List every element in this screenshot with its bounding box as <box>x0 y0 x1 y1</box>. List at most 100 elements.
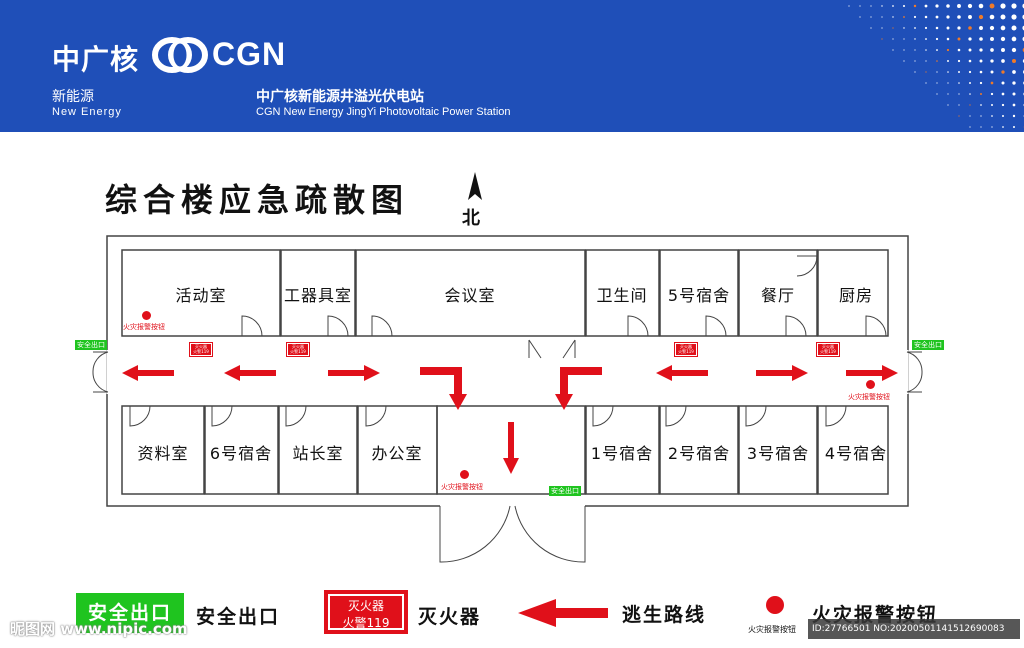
decor-dot <box>903 16 905 18</box>
room-label-kitchen: 厨房 <box>838 286 874 305</box>
route-arrow-7 <box>656 365 708 381</box>
station-name-cn: 中广核新能源井溢光伏电站 <box>256 89 424 105</box>
decor-dot <box>924 26 928 30</box>
decor-dot <box>947 60 949 62</box>
door-east-exit <box>906 351 923 393</box>
decor-dot <box>969 93 971 95</box>
door-dorm1 <box>592 405 614 427</box>
decor-dot <box>936 71 938 73</box>
door-west-exit <box>92 351 109 393</box>
decor-dot <box>1000 36 1006 42</box>
door-corridor-north <box>528 339 576 359</box>
room-label-dorm2: 2号宿舍 <box>667 444 731 463</box>
decor-dot <box>1001 103 1005 107</box>
decor-dot <box>914 71 916 73</box>
decor-dot <box>1012 81 1016 85</box>
route-arrow-4 <box>420 367 467 410</box>
cgn-logo-icon <box>152 37 208 73</box>
door-kitchen <box>865 315 887 337</box>
decor-dot <box>990 48 994 52</box>
decor-dot <box>859 5 861 7</box>
decor-dot <box>1001 114 1005 118</box>
door-archive <box>129 405 151 427</box>
decor-dot <box>968 15 972 19</box>
door-master <box>285 405 307 427</box>
decor-dot <box>990 92 994 96</box>
decor-dot <box>925 82 927 84</box>
outer-wall <box>106 235 909 507</box>
decor-dot <box>1000 3 1006 9</box>
decor-dot <box>870 16 872 18</box>
north-label: 北 <box>462 208 480 229</box>
diagram-title: 综合楼应急疏散图 <box>105 181 410 219</box>
decor-dot <box>989 14 995 20</box>
decor-dot <box>848 5 850 7</box>
decor-dot <box>969 115 971 117</box>
decor-dot <box>978 14 984 20</box>
room-label-dorm4: 4号宿舍 <box>824 444 888 463</box>
decor-dot <box>947 93 949 95</box>
legend-extinguisher-text: 灭火器 <box>418 606 482 628</box>
decor-dot <box>957 15 961 19</box>
decor-dot <box>1011 36 1017 42</box>
brand-subtitle-en: New Energy <box>52 106 122 118</box>
decor-dot <box>969 126 971 128</box>
legend-route-arrow <box>518 599 608 627</box>
decor-dot <box>902 4 906 8</box>
north-arrow-icon <box>468 172 482 200</box>
route-arrow-5 <box>555 367 602 410</box>
decor-dot <box>936 60 938 62</box>
decor-dot <box>968 70 972 74</box>
decor-dot <box>1012 125 1016 129</box>
decor-dot <box>1001 70 1005 74</box>
decor-dot <box>1011 25 1017 31</box>
room-label-office: 办公室 <box>371 444 423 463</box>
decor-dot <box>903 60 905 62</box>
decor-dot <box>903 27 905 29</box>
decor-dot <box>925 60 927 62</box>
legend-exit-text: 安全出口 <box>196 606 281 628</box>
station-name-en: CGN New Energy JingYi Photovoltaic Power… <box>256 106 511 118</box>
decor-dot <box>892 49 894 51</box>
door-dining-kitchen <box>796 255 818 277</box>
decor-dot <box>980 115 982 117</box>
decor-dot <box>958 93 960 95</box>
decor-dot <box>968 37 972 41</box>
decor-dot <box>1012 114 1016 118</box>
decor-dot <box>990 70 994 74</box>
decor-dot <box>957 48 961 52</box>
decor-dot <box>958 104 960 106</box>
door-office <box>365 405 387 427</box>
door-tools <box>327 315 349 337</box>
decor-dot <box>925 71 927 73</box>
legend-route-text: 逃生路线 <box>622 604 707 626</box>
decor-dot <box>913 15 917 19</box>
alarm-label-1: 火灾报警按钮 <box>123 323 165 331</box>
decor-dot <box>979 48 983 52</box>
decor-dot <box>968 26 972 30</box>
decor-dot <box>1011 58 1017 64</box>
door-meeting <box>371 315 393 337</box>
extinguisher-4: 灭火器火警119 <box>816 342 840 357</box>
watermark-left: 昵图网 www.nipic.com <box>10 620 188 638</box>
decor-dot <box>958 115 960 117</box>
legend-alarm-dot <box>766 596 784 614</box>
route-arrow-1 <box>122 365 174 381</box>
decor-dot <box>914 60 916 62</box>
door-main-entrance <box>439 505 586 563</box>
decor-dot <box>967 3 973 9</box>
decor-dot <box>881 38 883 40</box>
route-arrow-3 <box>328 365 380 381</box>
route-arrow-6 <box>503 422 519 474</box>
decor-dot <box>903 49 905 51</box>
decor-dot <box>859 16 861 18</box>
decor-dot <box>957 26 961 30</box>
alarm-button-2 <box>866 380 875 389</box>
room-label-dorm6: 6号宿舍 <box>209 444 273 463</box>
decor-dot <box>991 104 993 106</box>
decor-dot <box>979 81 983 85</box>
decor-dot <box>990 81 994 85</box>
room-label-activity: 活动室 <box>175 286 227 305</box>
decor-dot <box>947 82 949 84</box>
decor-dot <box>1011 47 1017 53</box>
